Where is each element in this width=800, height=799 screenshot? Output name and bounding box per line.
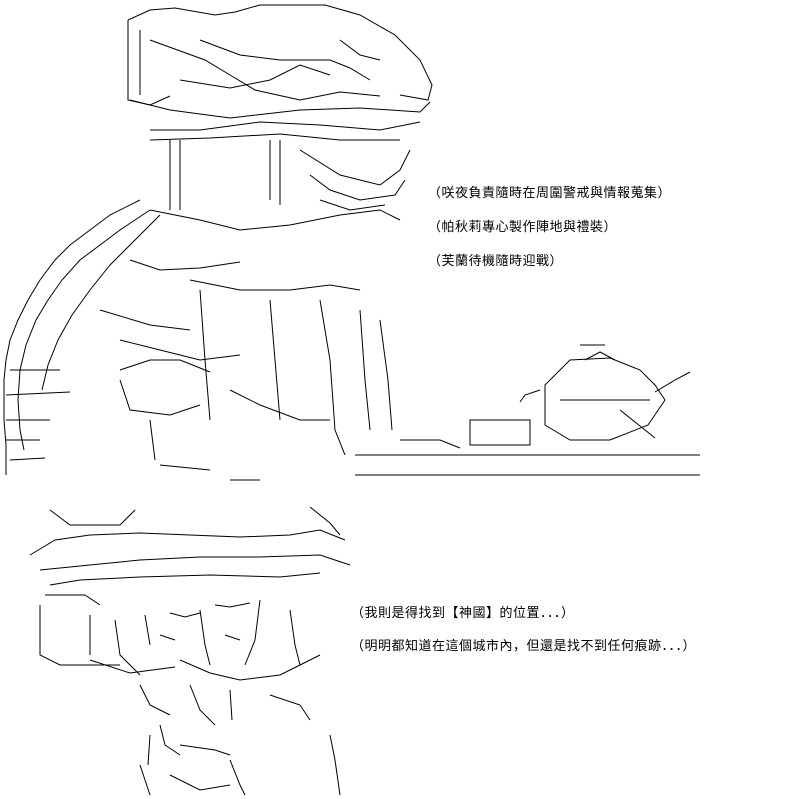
top-panel: （咲夜負責隨時在周圍警戒與情報蒐集） （帕秋莉專心製作陣地與禮裝） （芙蘭待機隨…	[3, 4, 700, 481]
caption-patchouli: （帕秋莉專心製作陣地與禮裝）	[428, 220, 618, 235]
caption-find-kingdom: （我則是得找到【神國】的位置．．．）	[351, 606, 575, 621]
hat-figure-art	[127, 4, 433, 211]
table-teapot-art	[355, 344, 700, 476]
bottom-panel: （我則是得找到【神國】的位置．．．） （明明都知道在這個城市內，但還是找不到任何…	[0, 495, 800, 799]
caption-sakuya: （咲夜負責隨時在周圍警戒與情報蒐集）	[428, 186, 672, 201]
long-hair-art	[3, 199, 161, 475]
caption-no-traces: （明明都知道在這個城市內，但還是找不到任何痕跡．．．）	[351, 639, 697, 654]
standing-figure-body-art	[99, 209, 401, 481]
top-ascii-art-scene	[3, 4, 700, 481]
bottom-ascii-art-scene	[29, 506, 351, 796]
caption-flandre: （芙蘭待機隨時迎戰）	[428, 254, 564, 269]
character-closeup-art	[29, 506, 351, 796]
